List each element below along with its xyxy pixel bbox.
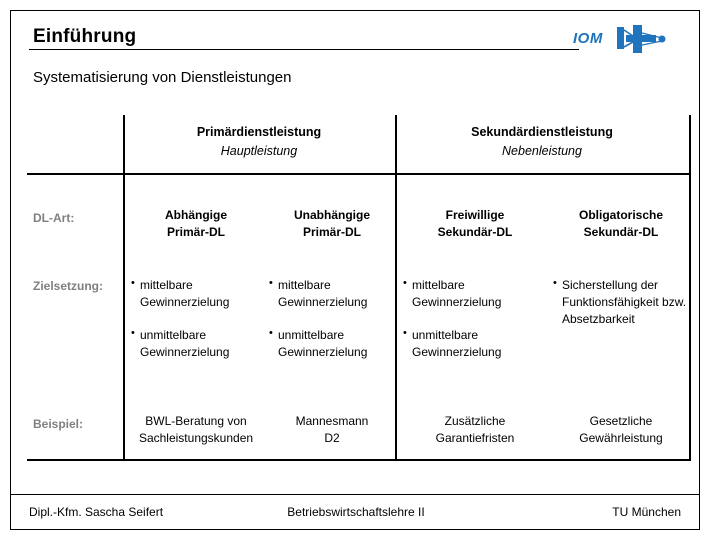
cell-art-col2-line2: Primär-DL <box>302 225 361 240</box>
cell-beispiel-col3: Zusätzliche Garantiefristen <box>403 413 547 448</box>
cell-art-col4-line2: Sekundär-DL <box>583 225 659 240</box>
table-divider-middle <box>395 115 397 461</box>
footer-institution: TU München <box>612 505 681 519</box>
cell-art-col3-line2: Sekundär-DL <box>437 225 513 240</box>
footer-divider <box>11 494 699 495</box>
cell-beispiel-col4: Gesetzliche Gewährleistung <box>553 413 689 448</box>
list-item: Sicherstellung der Funktionsfähigkeit bz… <box>553 276 689 328</box>
slide: Einführung Systematisierung von Dienstle… <box>10 10 700 530</box>
cell-beispiel-col3-line1: Zusätzliche <box>444 414 506 428</box>
cell-ziel-col1: mittelbare Gewinnerzielung unmittelbare … <box>131 276 261 361</box>
group-header-secondary-title: Sekundärdienstleistung <box>471 125 613 139</box>
footer-author: Dipl.-Kfm. Sascha Seifert <box>29 505 164 519</box>
table-bottom-rule <box>27 459 691 461</box>
title-divider <box>29 49 579 50</box>
row-label-zielsetzung: Zielsetzung: <box>33 279 104 293</box>
cell-art-col3: Freiwillige Sekundär-DL <box>403 207 547 242</box>
page-title: Einführung <box>33 26 137 47</box>
cell-beispiel-col4-line1: Gesetzliche <box>589 414 653 428</box>
cell-art-col1-line2: Primär-DL <box>166 225 225 240</box>
footer-course: Betriebswirtschaftslehre II <box>287 505 425 519</box>
bullet-list-col2: mittelbare Gewinnerzielung unmittelbare … <box>269 276 395 361</box>
bullet-list-col3: mittelbare Gewinnerzielung unmittelbare … <box>403 276 547 361</box>
cell-beispiel-col2-line2: D2 <box>324 431 340 446</box>
group-header-primary: Primärdienstleistung Hauptleistung <box>123 125 395 158</box>
cell-art-col3-line1: Freiwillige <box>445 208 505 222</box>
cell-art-col1-line1: Abhängige <box>165 208 227 222</box>
cell-art-col4: Obligatorische Sekundär-DL <box>553 207 689 242</box>
table-header-rule <box>27 173 691 175</box>
list-item: mittelbare Gewinnerzielung <box>131 276 261 311</box>
table-divider-right <box>689 115 691 461</box>
cell-beispiel-col1: BWL-Beratung von Sachleistungskunden <box>131 413 261 448</box>
bullet-list-col4: Sicherstellung der Funktionsfähigkeit bz… <box>553 276 689 328</box>
group-header-secondary-alt: Nebenleistung <box>502 144 582 158</box>
group-header-primary-alt: Hauptleistung <box>220 144 298 158</box>
cell-beispiel-col1-line1: BWL-Beratung von <box>145 414 247 428</box>
list-item: mittelbare Gewinnerzielung <box>269 276 395 311</box>
list-item: unmittelbare Gewinnerzielung <box>131 326 261 361</box>
list-item: mittelbare Gewinnerzielung <box>403 276 547 311</box>
group-header-primary-title: Primärdienstleistung <box>196 125 322 139</box>
bullet-list-col1: mittelbare Gewinnerzielung unmittelbare … <box>131 276 261 361</box>
list-item: unmittelbare Gewinnerzielung <box>403 326 547 361</box>
cell-art-col4-line1: Obligatorische <box>578 208 664 222</box>
cell-beispiel-col1-line2: Sachleistungskunden <box>138 431 254 446</box>
cell-art-col2: Unabhängige Primär-DL <box>269 207 395 242</box>
list-item: unmittelbare Gewinnerzielung <box>269 326 395 361</box>
cell-art-col1: Abhängige Primär-DL <box>131 207 261 242</box>
svg-text:IOM: IOM <box>573 30 603 47</box>
cell-ziel-col4: Sicherstellung der Funktionsfähigkeit bz… <box>553 276 689 328</box>
cell-beispiel-col2: Mannesmann D2 <box>269 413 395 448</box>
cell-beispiel-col2-line1: Mannesmann <box>295 414 369 428</box>
table-divider-left <box>123 115 125 461</box>
group-header-secondary: Sekundärdienstleistung Nebenleistung <box>395 125 689 158</box>
cell-ziel-col2: mittelbare Gewinnerzielung unmittelbare … <box>269 276 395 361</box>
row-label-beispiel: Beispiel: <box>33 417 84 431</box>
cell-art-col2-line1: Unabhängige <box>293 208 370 222</box>
page-subtitle: Systematisierung von Dienstleistungen <box>33 69 292 86</box>
iom-logo: IOM <box>571 23 681 57</box>
services-table: Primärdienstleistung Hauptleistung Sekun… <box>19 115 691 461</box>
cell-beispiel-col4-line2: Gewährleistung <box>579 431 663 446</box>
row-label-dl-art: DL-Art: <box>33 211 75 225</box>
cell-ziel-col3: mittelbare Gewinnerzielung unmittelbare … <box>403 276 547 361</box>
cell-beispiel-col3-line2: Garantiefristen <box>435 431 515 446</box>
